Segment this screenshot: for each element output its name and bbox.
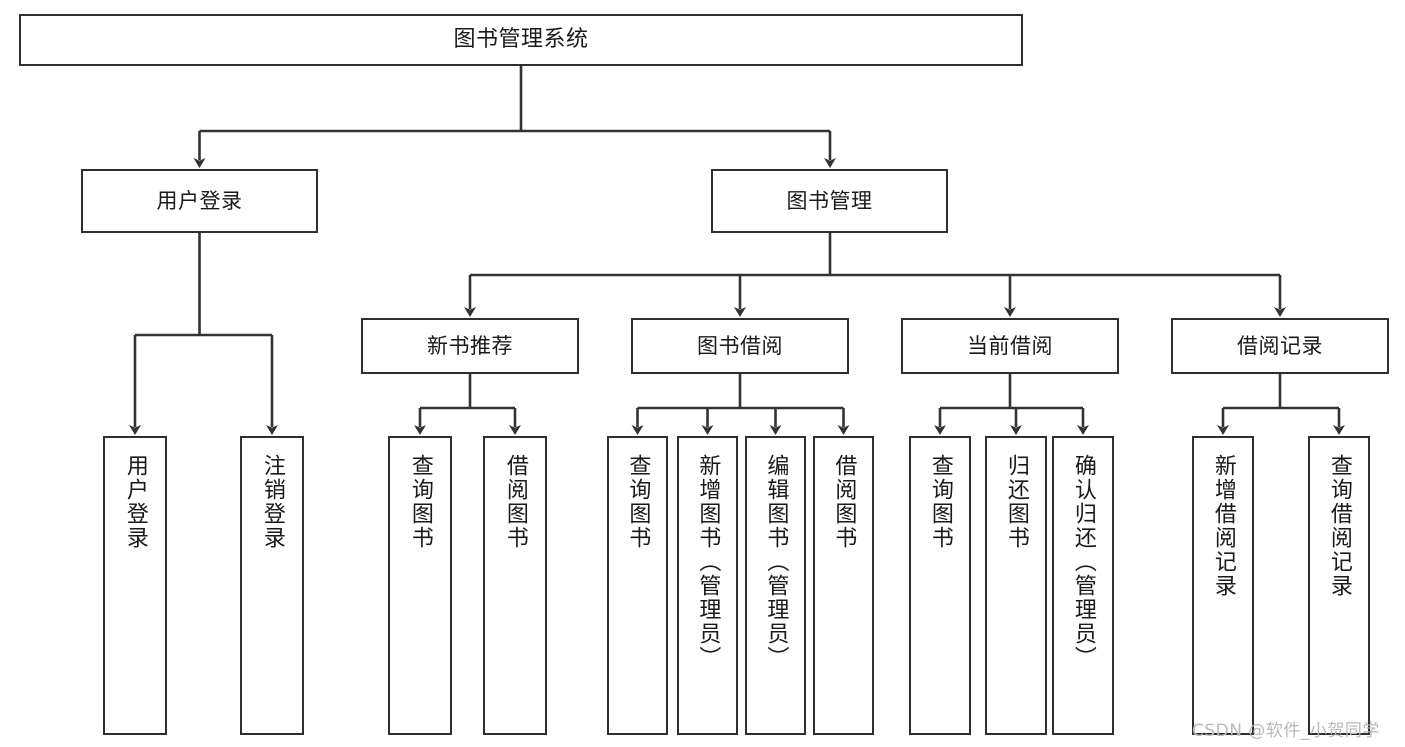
node-label: 用户登录 (122, 454, 148, 550)
node-leaf-logout[interactable]: 注销登录 (240, 436, 304, 735)
node-borrow-record[interactable]: 借阅记录 (1171, 318, 1389, 374)
watermark: CSDN @软件_小贺同学 (1192, 721, 1380, 741)
node-label: 注销登录 (259, 454, 285, 550)
node-current-borrow[interactable]: 当前借阅 (901, 318, 1119, 374)
node-new-book-recommend[interactable]: 新书推荐 (361, 318, 579, 374)
node-leaf-confirm-return-admin[interactable]: 确认归还（管理员） (1052, 436, 1114, 735)
node-label: 查询图书 (927, 454, 953, 550)
node-leaf-add-book-admin[interactable]: 新增图书（管理员） (677, 436, 738, 735)
node-leaf-query-book-current[interactable]: 查询图书 (909, 436, 971, 735)
node-label: 查询图书 (407, 454, 433, 550)
node-leaf-edit-book-admin[interactable]: 编辑图书（管理员） (745, 436, 806, 735)
node-label: 查询借阅记录 (1326, 454, 1352, 598)
node-label: 新增图书（管理员） (695, 454, 721, 670)
node-label: 归还图书 (1003, 454, 1029, 550)
node-label: 新书推荐 (427, 333, 513, 358)
node-label: 图书借阅 (697, 333, 783, 358)
node-label: 用户登录 (156, 188, 243, 213)
node-label: 图书管理系统 (453, 27, 589, 53)
node-leaf-add-borrow-record[interactable]: 新增借阅记录 (1192, 436, 1254, 735)
node-label: 编辑图书（管理员） (763, 454, 789, 670)
node-label: 图书管理 (786, 188, 873, 213)
node-leaf-borrow-book-recommend[interactable]: 借阅图书 (483, 436, 547, 735)
node-user-login[interactable]: 用户登录 (81, 169, 318, 233)
node-leaf-borrow-book[interactable]: 借阅图书 (813, 436, 874, 735)
node-leaf-user-login[interactable]: 用户登录 (103, 436, 167, 735)
node-leaf-query-book-borrow[interactable]: 查询图书 (607, 436, 668, 735)
node-label: 确认归还（管理员） (1070, 454, 1096, 670)
node-book-borrow[interactable]: 图书借阅 (631, 318, 849, 374)
node-leaf-query-book-recommend[interactable]: 查询图书 (388, 436, 452, 735)
node-root-library-system[interactable]: 图书管理系统 (19, 14, 1023, 66)
node-label: 借阅图书 (502, 454, 528, 550)
node-label: 当前借阅 (967, 333, 1053, 358)
node-leaf-query-borrow-record[interactable]: 查询借阅记录 (1308, 436, 1370, 735)
node-label: 借阅图书 (831, 454, 857, 550)
node-leaf-return-book[interactable]: 归还图书 (985, 436, 1047, 735)
node-book-manage[interactable]: 图书管理 (711, 169, 948, 233)
node-label: 借阅记录 (1237, 333, 1323, 358)
node-label: 查询图书 (625, 454, 651, 550)
node-label: 新增借阅记录 (1210, 454, 1236, 598)
